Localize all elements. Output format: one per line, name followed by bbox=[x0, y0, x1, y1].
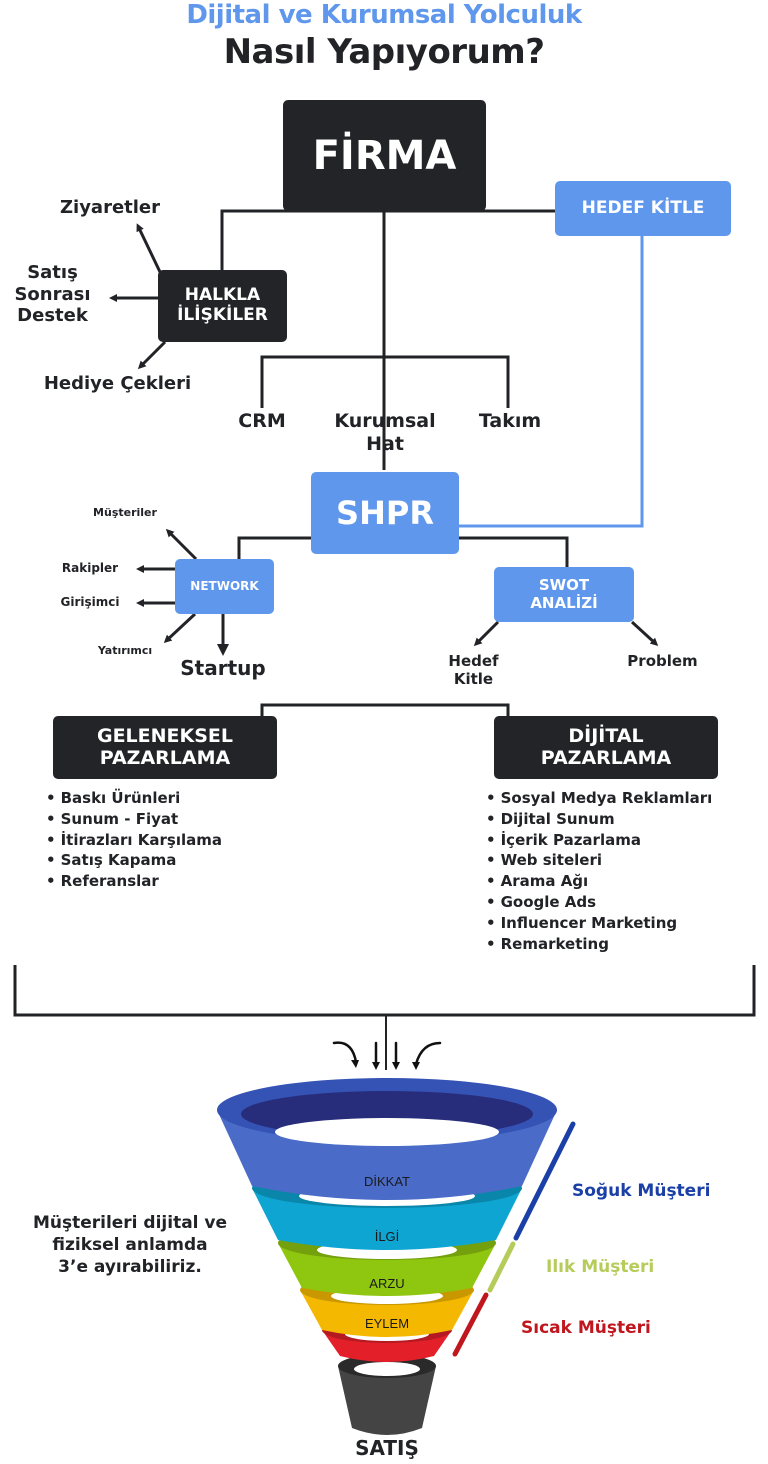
label-line: Kitle bbox=[453, 670, 494, 688]
arrow-musteriler bbox=[165, 528, 198, 561]
funnel-label-dikkat: DİKKAT bbox=[364, 1174, 410, 1189]
list-item: Arama Ağı bbox=[486, 871, 712, 892]
arrow-yatirimci bbox=[163, 612, 197, 644]
note-line: 3’e ayırabiliriz. bbox=[58, 1257, 202, 1278]
arrow-swot-problem bbox=[630, 620, 659, 647]
firma-label: FİRMA bbox=[312, 132, 457, 179]
digital-marketing-list: Sosyal Medya Reklamları Dijital Sunum İç… bbox=[486, 788, 713, 955]
firma-children-line bbox=[260, 355, 510, 408]
hedef-kitle-label: HEDEF KİTLE bbox=[581, 197, 705, 218]
list-item: Dijital Sunum bbox=[486, 809, 712, 830]
segment-bar-cold bbox=[513, 1121, 576, 1241]
traditional-marketing-box[interactable]: GELENEKSEL PAZARLAMA bbox=[53, 716, 277, 779]
funnel-label-eylem: EYLEM bbox=[364, 1316, 410, 1331]
sales-funnel bbox=[217, 1078, 557, 1435]
swot-line1: SWOT bbox=[538, 576, 590, 595]
funnel-label-ilgi: İLGİ bbox=[374, 1229, 400, 1244]
label-line: Kurumsal bbox=[334, 410, 436, 432]
halkla-line2: İLİŞKİLER bbox=[177, 305, 268, 325]
list-item: Satış Kapama bbox=[46, 850, 222, 871]
note-line: Müşterileri dijital ve bbox=[32, 1213, 228, 1233]
digital-line2: PAZARLAMA bbox=[540, 746, 672, 769]
segment-cold: Soğuk Müşteri bbox=[572, 1181, 711, 1201]
shpr-label: SHPR bbox=[336, 493, 434, 532]
label-line: Satış bbox=[27, 262, 78, 283]
label-ziyaretler: Ziyaretler bbox=[59, 197, 161, 218]
swot-box[interactable]: SWOT ANALİZİ bbox=[494, 567, 634, 622]
arrowhead bbox=[412, 1062, 420, 1070]
halkla-line1: HALKLA bbox=[184, 285, 261, 306]
arrowhead bbox=[372, 1062, 380, 1070]
arrow-hediye bbox=[137, 340, 167, 370]
digital-marketing-box[interactable]: DİJİTAL PAZARLAMA bbox=[494, 716, 718, 779]
page-title: Nasıl Yapıyorum? bbox=[223, 32, 545, 72]
hedef-kitle-box[interactable]: HEDEF KİTLE bbox=[555, 181, 731, 236]
curved-arrow-left bbox=[332, 1041, 358, 1064]
label-takim: Takım bbox=[478, 410, 542, 432]
funnel-note: Müşterileri dijital ve fiziksel anlamda … bbox=[10, 1212, 250, 1278]
traditional-line1: GELENEKSEL bbox=[96, 724, 234, 747]
network-box[interactable]: NETWORK bbox=[175, 559, 274, 614]
swot-line2: ANALİZİ bbox=[530, 593, 598, 612]
list-item: Referanslar bbox=[46, 871, 222, 892]
arrowhead bbox=[351, 1060, 359, 1068]
list-item: Google Ads bbox=[486, 892, 712, 913]
label-line: Hat bbox=[366, 432, 404, 455]
segment-bar-hot bbox=[452, 1292, 489, 1357]
list-item: Sosyal Medya Reklamları bbox=[486, 788, 713, 809]
digital-line1: DİJİTAL bbox=[568, 724, 644, 747]
list-item: Baskı Ürünleri bbox=[46, 788, 222, 809]
traditional-marketing-list: Baskı Ürünleri Sunum - Fiyat İtirazları … bbox=[46, 788, 222, 892]
shpr-left-line bbox=[237, 536, 312, 560]
marketing-branch-line bbox=[260, 703, 510, 716]
shpr-right-line bbox=[458, 536, 569, 568]
list-item: İçerik Pazarlama bbox=[486, 830, 712, 851]
subtitle: Dijital ve Kurumsal Yolculuk bbox=[186, 0, 582, 30]
funnel-label-arzu: ARZU bbox=[369, 1276, 405, 1291]
funnel-ring-satis bbox=[338, 1366, 436, 1435]
segment-bar-warm bbox=[487, 1241, 516, 1293]
label-satis-sonrasi-destek: Satış Sonrası Destek bbox=[0, 262, 105, 327]
list-item: Remarketing bbox=[486, 934, 712, 955]
label-yatirimci: Yatırımcı bbox=[97, 644, 153, 657]
curved-arrow-right bbox=[414, 1041, 442, 1066]
label-swot-problem: Problem bbox=[627, 652, 698, 670]
shpr-box[interactable]: SHPR bbox=[311, 472, 459, 554]
funnel-result-satis: SATIŞ bbox=[355, 1436, 419, 1460]
segment-hot: Sıcak Müşteri bbox=[521, 1318, 651, 1338]
label-startup: Startup bbox=[180, 656, 266, 680]
collector-line bbox=[13, 965, 756, 1017]
label-swot-hedef-kitle: Hedef Kitle bbox=[436, 652, 511, 688]
firma-box[interactable]: FİRMA bbox=[283, 100, 486, 211]
segment-warm: Ilık Müşteri bbox=[546, 1257, 655, 1277]
label-kurumsal-hat: Kurumsal Hat bbox=[320, 410, 450, 456]
network-label: NETWORK bbox=[190, 578, 259, 593]
list-item: Web siteleri bbox=[486, 850, 712, 871]
label-line: Destek bbox=[17, 305, 88, 327]
arrow-ziyaretler bbox=[136, 223, 162, 273]
firma-branch-line bbox=[220, 209, 560, 270]
halkla-iliskiler-box[interactable]: HALKLA İLİŞKİLER bbox=[158, 270, 287, 342]
label-musteriler: Müşteriler bbox=[93, 506, 157, 519]
label-line: Hedef bbox=[448, 652, 499, 670]
note-line: fiziksel anlamda bbox=[52, 1235, 208, 1256]
label-crm: CRM bbox=[238, 410, 286, 432]
list-item: Influencer Marketing bbox=[486, 913, 712, 934]
arrow-swot-hedef bbox=[473, 620, 500, 647]
traditional-line2: PAZARLAMA bbox=[99, 746, 231, 769]
label-hediye-cekleri: Hediye Çekleri bbox=[43, 373, 192, 394]
hedef-kitle-connector bbox=[458, 236, 644, 528]
list-item: Sunum - Fiyat bbox=[46, 809, 222, 830]
label-girisimci: Girişimci bbox=[60, 595, 120, 609]
label-rakipler: Rakipler bbox=[61, 561, 119, 575]
arrowhead bbox=[392, 1062, 400, 1070]
label-line: Sonrası bbox=[14, 283, 91, 305]
list-item: İtirazları Karşılama bbox=[46, 830, 222, 851]
